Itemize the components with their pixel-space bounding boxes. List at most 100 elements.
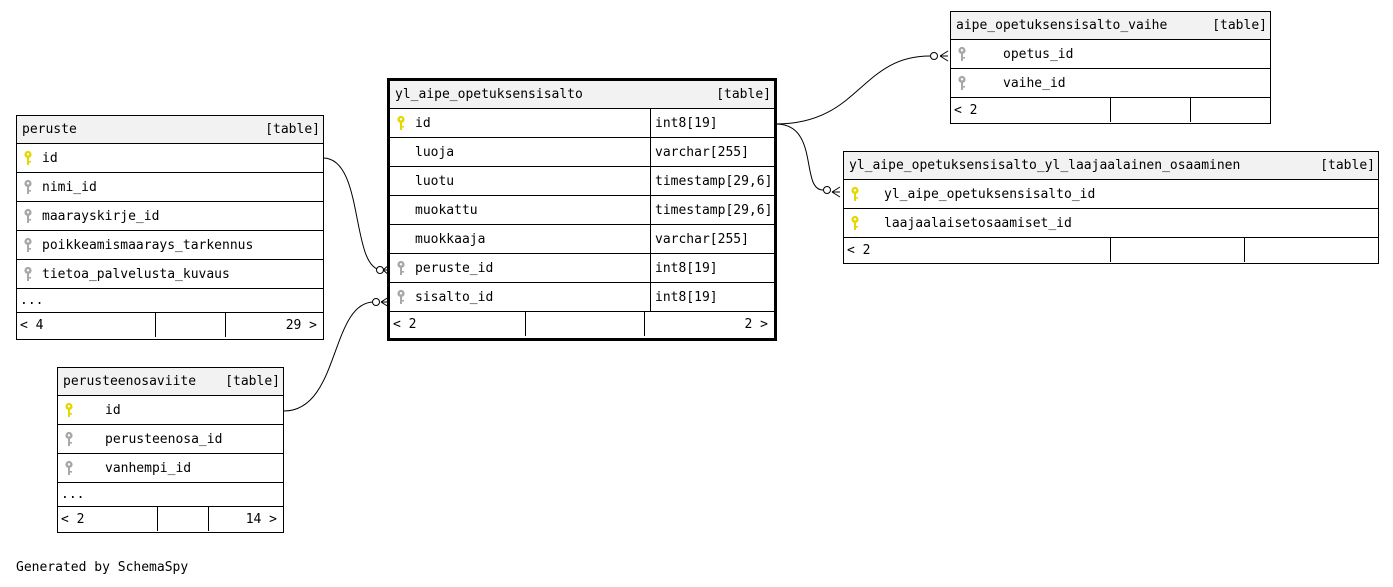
column-type: varchar[255]: [650, 225, 774, 253]
footer-parents: < 2: [393, 316, 417, 332]
foreign-key-icon: [22, 237, 34, 253]
column-type: int8[19]: [650, 109, 774, 137]
column-name: muokattu: [415, 202, 478, 218]
table-header: yl_aipe_opetuksensisalto_yl_laajaalainen…: [844, 152, 1378, 180]
table-yl-aipe-opetuksensisalto[interactable]: yl_aipe_opetuksensisalto [table] id int8[…: [387, 78, 777, 341]
column-name: sisalto_id: [415, 289, 494, 305]
generated-by-label: Generated by SchemaSpy: [16, 560, 189, 575]
more-columns: ...: [17, 289, 323, 313]
column-name: yl_aipe_opetuksensisalto_id: [884, 186, 1096, 202]
column-row-yl-aipe-opetuksensisalto-id[interactable]: yl_aipe_opetuksensisalto_id: [844, 180, 1378, 209]
link-end-crowfoot: [939, 50, 949, 62]
link-end-circle: [376, 266, 384, 274]
table-footer: < 2: [844, 238, 1378, 262]
column-name: nimi_id: [42, 179, 97, 195]
table-yl-aipe-opetuksensisalto-yl-laajaalainen-osaaminen[interactable]: yl_aipe_opetuksensisalto_yl_laajaalainen…: [843, 151, 1379, 264]
column-row-poikkeamismaarays-tarkennus[interactable]: poikkeamismaarays_tarkennus: [17, 231, 323, 260]
link-end-crowfoot: [831, 186, 841, 198]
column-row-muokattu[interactable]: muokattu timestamp[29,6]: [390, 196, 774, 225]
column-row-vaihe-id[interactable]: vaihe_id: [951, 69, 1270, 98]
column-row-laajaalaisetosaamiset-id[interactable]: laajaalaisetosaamiset_id: [844, 209, 1378, 238]
foreign-key-icon: [63, 460, 75, 476]
column-row-id[interactable]: id int8[19]: [390, 109, 774, 138]
column-name: perusteenosa_id: [105, 431, 223, 447]
footer-parents: < 2: [847, 242, 871, 258]
column-row-opetus-id[interactable]: opetus_id: [951, 40, 1270, 69]
table-title: yl_aipe_opetuksensisalto: [395, 87, 583, 102]
table-footer: < 2: [951, 98, 1270, 122]
table-aipe-opetuksensisalto-vaihe[interactable]: aipe_opetuksensisalto_vaihe [table] opet…: [950, 11, 1271, 124]
footer-children: [1190, 98, 1270, 122]
foreign-key-icon: [63, 431, 75, 447]
column-name-cell: nimi_id: [17, 173, 323, 201]
footer-children: 29 >: [225, 313, 323, 337]
footer-children: 2 >: [644, 312, 774, 336]
column-name: tietoa_palvelusta_kuvaus: [42, 266, 230, 282]
column-row-perusteenosa-id[interactable]: perusteenosa_id: [58, 425, 283, 454]
column-name-cell: luoja: [390, 138, 650, 166]
link-peruste-to-main: [322, 157, 383, 271]
column-name-cell: tietoa_palvelusta_kuvaus: [17, 260, 323, 288]
column-name: laajaalaisetosaamiset_id: [884, 215, 1072, 231]
column-name-cell: yl_aipe_opetuksensisalto_id: [844, 180, 1378, 208]
column-name-cell: perusteenosa_id: [58, 425, 283, 453]
column-name-cell: muokattu: [390, 196, 650, 224]
column-row-maarayskirje-id[interactable]: maarayskirje_id: [17, 202, 323, 231]
link-end-circle: [823, 186, 831, 194]
link-main-to-vaihe: [775, 55, 931, 125]
column-name: id: [42, 150, 58, 166]
footer-children: 14 >: [208, 507, 283, 531]
column-row-id[interactable]: id: [17, 144, 323, 173]
column-name: vaihe_id: [1003, 75, 1066, 91]
footer-middle: [1110, 238, 1244, 262]
link-main-to-laaja: [775, 123, 824, 191]
column-name: opetus_id: [1003, 46, 1074, 62]
table-title: perusteenosaviite: [63, 374, 197, 389]
footer-parents: < 2: [61, 511, 85, 527]
column-type: timestamp[29,6]: [650, 196, 774, 224]
column-row-vanhempi-id[interactable]: vanhempi_id: [58, 454, 283, 483]
column-name-cell: poikkeamismaarays_tarkennus: [17, 231, 323, 259]
table-header: peruste [table]: [17, 116, 323, 144]
foreign-key-icon: [395, 289, 407, 305]
foreign-key-icon: [956, 46, 968, 62]
foreign-key-icon: [22, 208, 34, 224]
column-type: int8[19]: [650, 283, 774, 311]
table-header: yl_aipe_opetuksensisalto [table]: [390, 81, 774, 109]
footer-parents: < 4: [20, 317, 44, 333]
table-peruste[interactable]: peruste [table] id nimi_id maarayskirje_id…: [16, 115, 324, 340]
primary-key-icon: [849, 215, 861, 231]
footer-middle: [157, 507, 208, 531]
column-name: maarayskirje_id: [42, 208, 160, 224]
table-kind: [table]: [1320, 158, 1375, 173]
column-row-id[interactable]: id: [58, 396, 283, 425]
more-columns: ...: [58, 483, 283, 507]
column-name: poikkeamismaarays_tarkennus: [42, 237, 254, 253]
column-name-cell: id: [58, 396, 283, 424]
column-name-cell: sisalto_id: [390, 283, 650, 311]
footer-parents: < 2: [954, 102, 978, 118]
table-title: yl_aipe_opetuksensisalto_yl_laajaalainen…: [849, 158, 1241, 173]
foreign-key-icon: [22, 266, 34, 282]
column-row-tietoa-palvelusta-kuvaus[interactable]: tietoa_palvelusta_kuvaus: [17, 260, 323, 289]
column-name: id: [415, 115, 431, 131]
column-name-cell: maarayskirje_id: [17, 202, 323, 230]
column-name-cell: id: [17, 144, 323, 172]
primary-key-icon: [22, 150, 34, 166]
column-row-sisalto-id[interactable]: sisalto_id int8[19]: [390, 283, 774, 312]
foreign-key-icon: [395, 260, 407, 276]
column-name-cell: id: [390, 109, 650, 137]
column-name: peruste_id: [415, 260, 494, 276]
column-row-nimi-id[interactable]: nimi_id: [17, 173, 323, 202]
table-header: aipe_opetuksensisalto_vaihe [table]: [951, 12, 1270, 40]
column-type: timestamp[29,6]: [650, 167, 774, 195]
column-name-cell: luotu: [390, 167, 650, 195]
column-name: id: [105, 402, 121, 418]
foreign-key-icon: [956, 75, 968, 91]
column-name-cell: vanhempi_id: [58, 454, 283, 482]
